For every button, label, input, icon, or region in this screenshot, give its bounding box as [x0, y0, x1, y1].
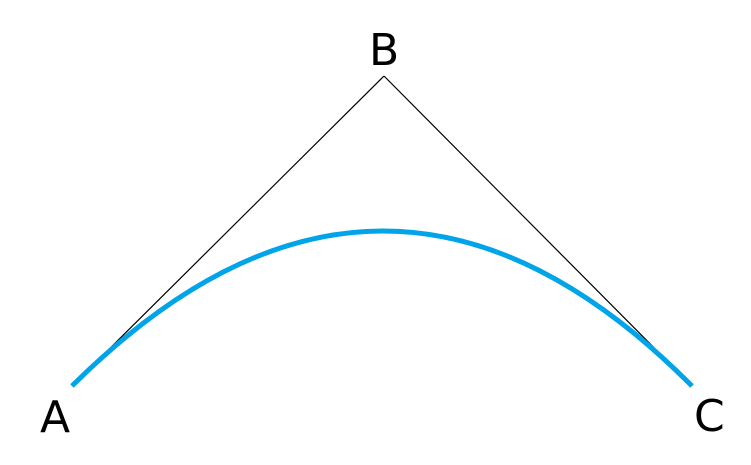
segment-a-b — [71, 75, 385, 387]
point-label-c: C — [694, 391, 725, 442]
segment-b-c — [383, 75, 693, 387]
point-label-b: B — [369, 25, 399, 76]
bezier-curve — [70, 228, 694, 388]
point-label-a: A — [40, 392, 70, 443]
